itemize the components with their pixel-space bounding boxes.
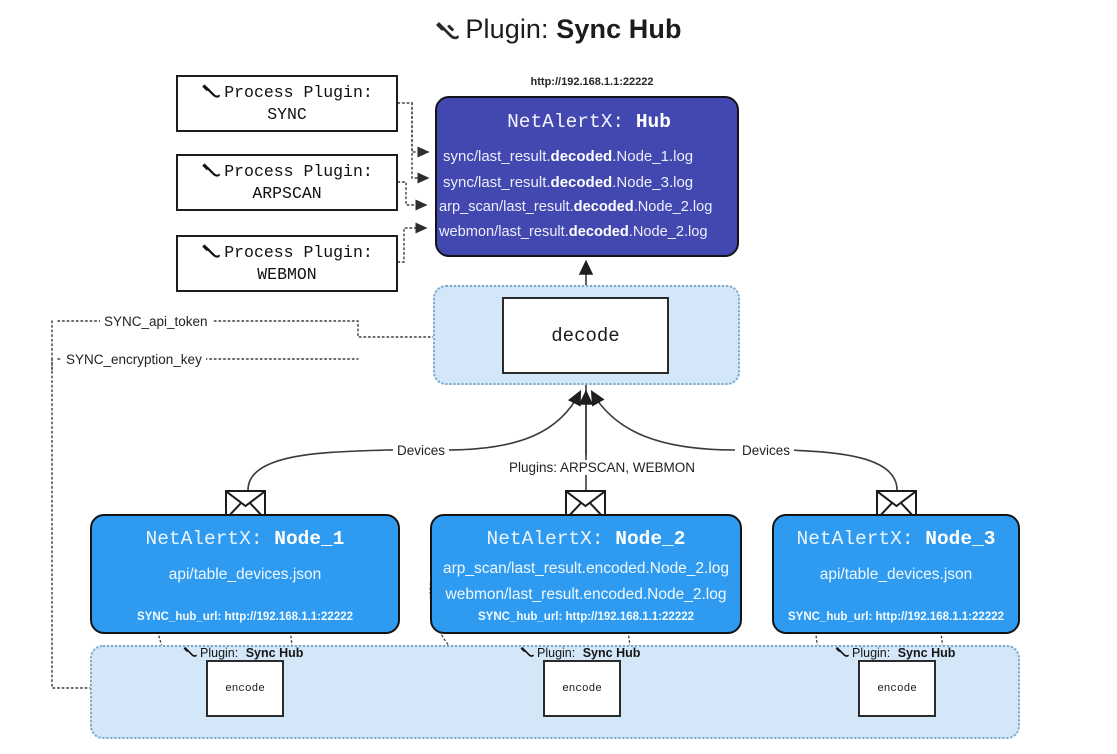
encode-box-2[interactable]: encode xyxy=(543,660,621,717)
hub-title-name: Hub xyxy=(635,111,671,133)
plug-icon xyxy=(201,82,222,105)
plug-icon xyxy=(183,645,198,661)
plug-icon xyxy=(435,17,461,48)
node-line: api/table_devices.json xyxy=(168,566,322,583)
process-plugin-webmon[interactable]: Process Plugin: WEBMON xyxy=(176,235,398,292)
node-line: webmon/last_result.encoded.Node_2.log xyxy=(445,586,727,603)
edge-label-devices-right: Devices xyxy=(738,443,795,458)
process-plugin-label: Process Plugin: xyxy=(224,242,373,262)
hub-title-prefix: NetAlertX: xyxy=(507,111,625,133)
node-hub-url: SYNC_hub_url: http://192.168.1.1:22222 xyxy=(477,611,695,623)
encode-plugin-label-2: Plugin: Sync Hub xyxy=(520,645,640,661)
edge-label-encryption-key: SYNC_encryption_key xyxy=(62,352,206,367)
plug-icon xyxy=(201,161,222,184)
plug-icon xyxy=(835,645,850,661)
node-title: NetAlertX: Node_3 xyxy=(796,528,996,550)
hub-url-label: http://192.168.1.1:22222 xyxy=(530,76,654,88)
process-plugin-label: Process Plugin: xyxy=(224,82,373,102)
decode-box[interactable]: decode xyxy=(502,297,669,374)
node-hub-url: SYNC_hub_url: http://192.168.1.1:22222 xyxy=(136,611,354,623)
encode-plugin-label-3: Plugin: Sync Hub xyxy=(835,645,955,661)
hub-log-line-3: arp_scan/last_result.decoded.Node_2.log xyxy=(439,199,713,215)
hub-title: NetAlertX: Hub xyxy=(437,111,741,133)
hub-node[interactable]: NetAlertX: Hub sync/last_result.decoded.… xyxy=(435,96,739,257)
node-line: arp_scan/last_result.encoded.Node_2.log xyxy=(442,560,730,577)
process-plugin-arpscan[interactable]: Process Plugin: ARPSCAN xyxy=(176,154,398,211)
plug-icon xyxy=(520,645,535,661)
encode-box-3[interactable]: encode xyxy=(858,660,936,717)
plug-icon xyxy=(201,242,222,265)
page-title: Plugin: Sync Hub xyxy=(0,14,1117,48)
node-hub-url: SYNC_hub_url: http://192.168.1.1:22222 xyxy=(787,611,1005,623)
edge-label-api-token: SYNC_api_token xyxy=(100,314,212,329)
edge-label-devices-left: Devices xyxy=(393,443,450,458)
process-plugin-name: SYNC xyxy=(267,104,307,124)
process-plugin-sync[interactable]: Process Plugin: SYNC xyxy=(176,75,398,132)
edge-label-plugins: Plugins: ARPSCAN, WEBMON xyxy=(505,460,700,475)
hub-log-line-2: sync/last_result.decoded.Node_3.log xyxy=(443,174,694,191)
encode-box-1[interactable]: encode xyxy=(206,660,284,717)
hub-log-line-1: sync/last_result.decoded.Node_1.log xyxy=(443,148,694,165)
node-line: api/table_devices.json xyxy=(819,566,973,583)
page-title-prefix: Plugin: xyxy=(465,14,549,44)
page-title-name: Sync Hub xyxy=(556,14,682,44)
hub-log-line-4: webmon/last_result.decoded.Node_2.log xyxy=(439,224,708,240)
process-plugin-name: WEBMON xyxy=(257,264,317,284)
encode-plugin-label-1: Plugin: Sync Hub xyxy=(183,645,303,661)
node-card-node-2[interactable]: NetAlertX: Node_2 arp_scan/last_result.e… xyxy=(430,514,742,634)
node-title: NetAlertX: Node_2 xyxy=(486,528,686,550)
process-plugin-label: Process Plugin: xyxy=(224,161,373,181)
node-card-node-3[interactable]: NetAlertX: Node_3 api/table_devices.json… xyxy=(772,514,1020,634)
node-card-node-1[interactable]: NetAlertX: Node_1 api/table_devices.json… xyxy=(90,514,400,634)
process-plugin-name: ARPSCAN xyxy=(252,183,322,203)
node-title: NetAlertX: Node_1 xyxy=(145,528,345,550)
